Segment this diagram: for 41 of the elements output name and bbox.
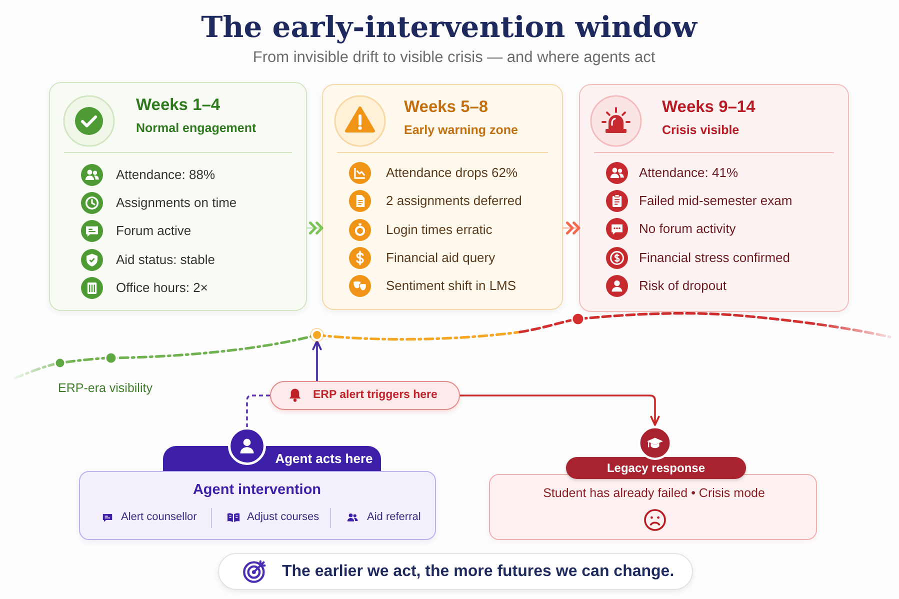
card-subheading: Crisis visible	[662, 123, 740, 137]
card-heading: Weeks 1–4	[136, 96, 220, 115]
tagline-text: The earlier we act, the more futures we can change.	[282, 562, 674, 582]
indicator-text: Financial aid query	[386, 250, 496, 266]
indicator-text: 2 assignments deferred	[386, 193, 522, 210]
arrow	[312, 340, 322, 381]
card-heading: Weeks 9–14	[662, 98, 756, 117]
subtitle: From invisible drift to visible crisis — and where agents act	[252, 48, 656, 68]
indicator-text: No forum activity	[639, 221, 736, 238]
indicator-text: Office hours: 2×	[116, 280, 208, 296]
indicator-text: Login times erratic	[386, 222, 492, 238]
indicator-text: Attendance drops 62%	[386, 165, 518, 181]
curve-label: ERP-era visibility	[58, 380, 152, 396]
alert-pill	[270, 381, 460, 410]
indicator-text: Assignments on time	[116, 195, 237, 212]
stage-card	[579, 84, 849, 312]
label-banner: Legacy response	[566, 457, 746, 479]
indicator-text: Attendance: 41%	[639, 165, 738, 181]
action-label: Adjust courses	[247, 510, 320, 525]
indicator-text: Sentiment shift in LMS	[386, 278, 516, 294]
card-heading: Agent intervention	[192, 481, 322, 499]
indicator-text: Failed mid-semester exam	[639, 193, 792, 210]
arrow	[460, 394, 660, 426]
action-label: Alert counsellor	[121, 510, 197, 525]
stage-card	[322, 84, 563, 310]
indicator-text: Aid status: stable	[116, 252, 215, 268]
indicator-text: Financial stress confirmed	[639, 250, 790, 266]
indicator-text: Attendance: 88%	[116, 167, 216, 183]
indicator-text: Risk of dropout	[639, 278, 726, 294]
tagline-banner	[218, 553, 693, 590]
response-text: Student has already failed • Crisis mode	[543, 485, 765, 501]
connector-line	[246, 394, 270, 427]
indicator-text: Forum active	[116, 223, 192, 240]
title: The early-intervention window	[201, 9, 697, 45]
timeline-dot	[311, 329, 323, 341]
alert-label: ERP alert triggers here	[313, 388, 438, 403]
card-heading: Weeks 5–8	[404, 98, 488, 117]
action-label: Aid referral	[367, 510, 421, 525]
card-subheading: Early warning zone	[404, 123, 518, 137]
stage-card	[49, 82, 307, 311]
card-subheading: Normal engagement	[136, 121, 256, 135]
